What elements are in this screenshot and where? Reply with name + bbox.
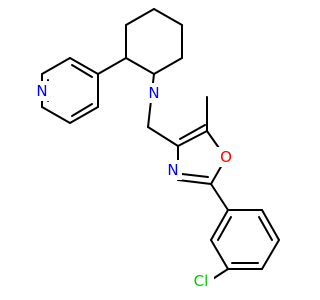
oxazole-nitrogen-label: N — [164, 160, 182, 180]
bond — [41, 106, 71, 124]
bond — [41, 57, 71, 75]
atom-symbol: Cl — [194, 272, 209, 290]
bond — [125, 8, 155, 26]
atom-symbol: N — [167, 161, 178, 179]
bond — [258, 216, 273, 241]
bond — [153, 57, 183, 75]
bond — [147, 126, 179, 147]
bond — [125, 57, 155, 75]
bond — [97, 57, 127, 75]
structure-canvas: N N N O Cl — [33, 8, 280, 292]
atom-symbol: N — [36, 82, 47, 100]
bond — [181, 173, 209, 178]
bond — [153, 8, 183, 26]
molecule-structure: N N N O Cl — [33, 8, 280, 292]
bond — [69, 57, 99, 75]
atom-symbol: O — [220, 148, 232, 166]
bond — [69, 106, 99, 124]
bond — [210, 209, 229, 241]
bond — [261, 239, 280, 270]
bond — [71, 103, 93, 117]
bond — [177, 130, 208, 147]
pyridine-nitrogen-label: N — [33, 81, 51, 101]
bond — [217, 216, 232, 241]
oxazole-oxygen-label: O — [217, 147, 235, 167]
bond — [179, 124, 206, 140]
bond — [261, 209, 280, 241]
atom-symbol: N — [148, 84, 159, 102]
chlorine-label: Cl — [188, 270, 214, 292]
bond — [210, 183, 229, 211]
bond — [210, 239, 229, 270]
bond-lines — [41, 8, 280, 283]
bond — [71, 64, 93, 78]
bond — [177, 179, 212, 185]
piperidine-nitrogen-label: N — [145, 83, 163, 103]
atom-labels: N N N O Cl — [33, 81, 235, 292]
